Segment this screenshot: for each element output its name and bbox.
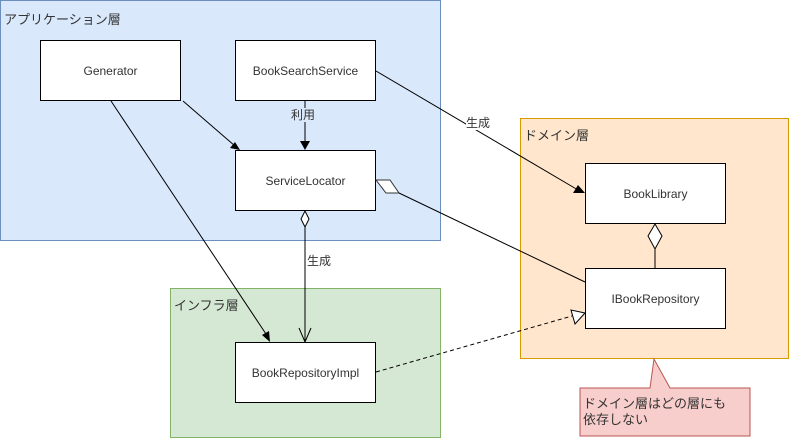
aggregation-diamond-icon — [300, 209, 310, 229]
application-layer-label: アプリケーション層 — [4, 13, 121, 28]
domain-layer-label: ドメイン層 — [524, 129, 590, 144]
arrowhead-filled-icon — [300, 141, 310, 150]
edge-generator-repository-impl[interactable] — [110, 100, 270, 342]
arrowhead-filled-icon — [573, 185, 585, 193]
edge-label-create-bottom: 生成 — [307, 254, 332, 268]
infrastructure-layer-label: インフラ層 — [174, 299, 239, 314]
aggregation-diamond-icon — [647, 223, 663, 251]
edge-realization[interactable] — [375, 309, 586, 373]
class-book-repository-impl[interactable]: BookRepositoryImpl — [235, 342, 376, 403]
class-book-search-service[interactable]: BookSearchService — [235, 40, 376, 101]
class-ibook-repository[interactable]: IBookRepository — [585, 268, 726, 329]
arrowhead-open-icon — [298, 327, 312, 344]
edge-locator-ibook-repository[interactable] — [374, 179, 586, 283]
note-line-2: 依存しない — [583, 413, 649, 428]
edge-label-use: 利用 — [291, 108, 316, 122]
aggregation-diamond-icon — [374, 179, 400, 194]
arrowhead-filled-icon — [262, 331, 270, 342]
realization-triangle-icon — [570, 309, 586, 326]
edge-label-create-top: 生成 — [466, 116, 491, 130]
class-service-locator[interactable]: ServiceLocator — [235, 150, 376, 211]
class-book-library[interactable]: BookLibrary — [585, 163, 726, 224]
edge-create-book-library[interactable] — [375, 70, 585, 193]
arrowhead-filled-icon — [230, 142, 240, 150]
class-generator[interactable]: Generator — [40, 40, 181, 101]
edge-create-repository-impl[interactable] — [298, 209, 312, 344]
note-text: ドメイン層はどの層にも 依存しない — [583, 397, 726, 429]
edge-library-ibook-repository[interactable] — [647, 223, 663, 268]
note-line-1: ドメイン層はどの層にも — [583, 397, 727, 412]
edge-generator-service-locator[interactable] — [182, 100, 240, 150]
